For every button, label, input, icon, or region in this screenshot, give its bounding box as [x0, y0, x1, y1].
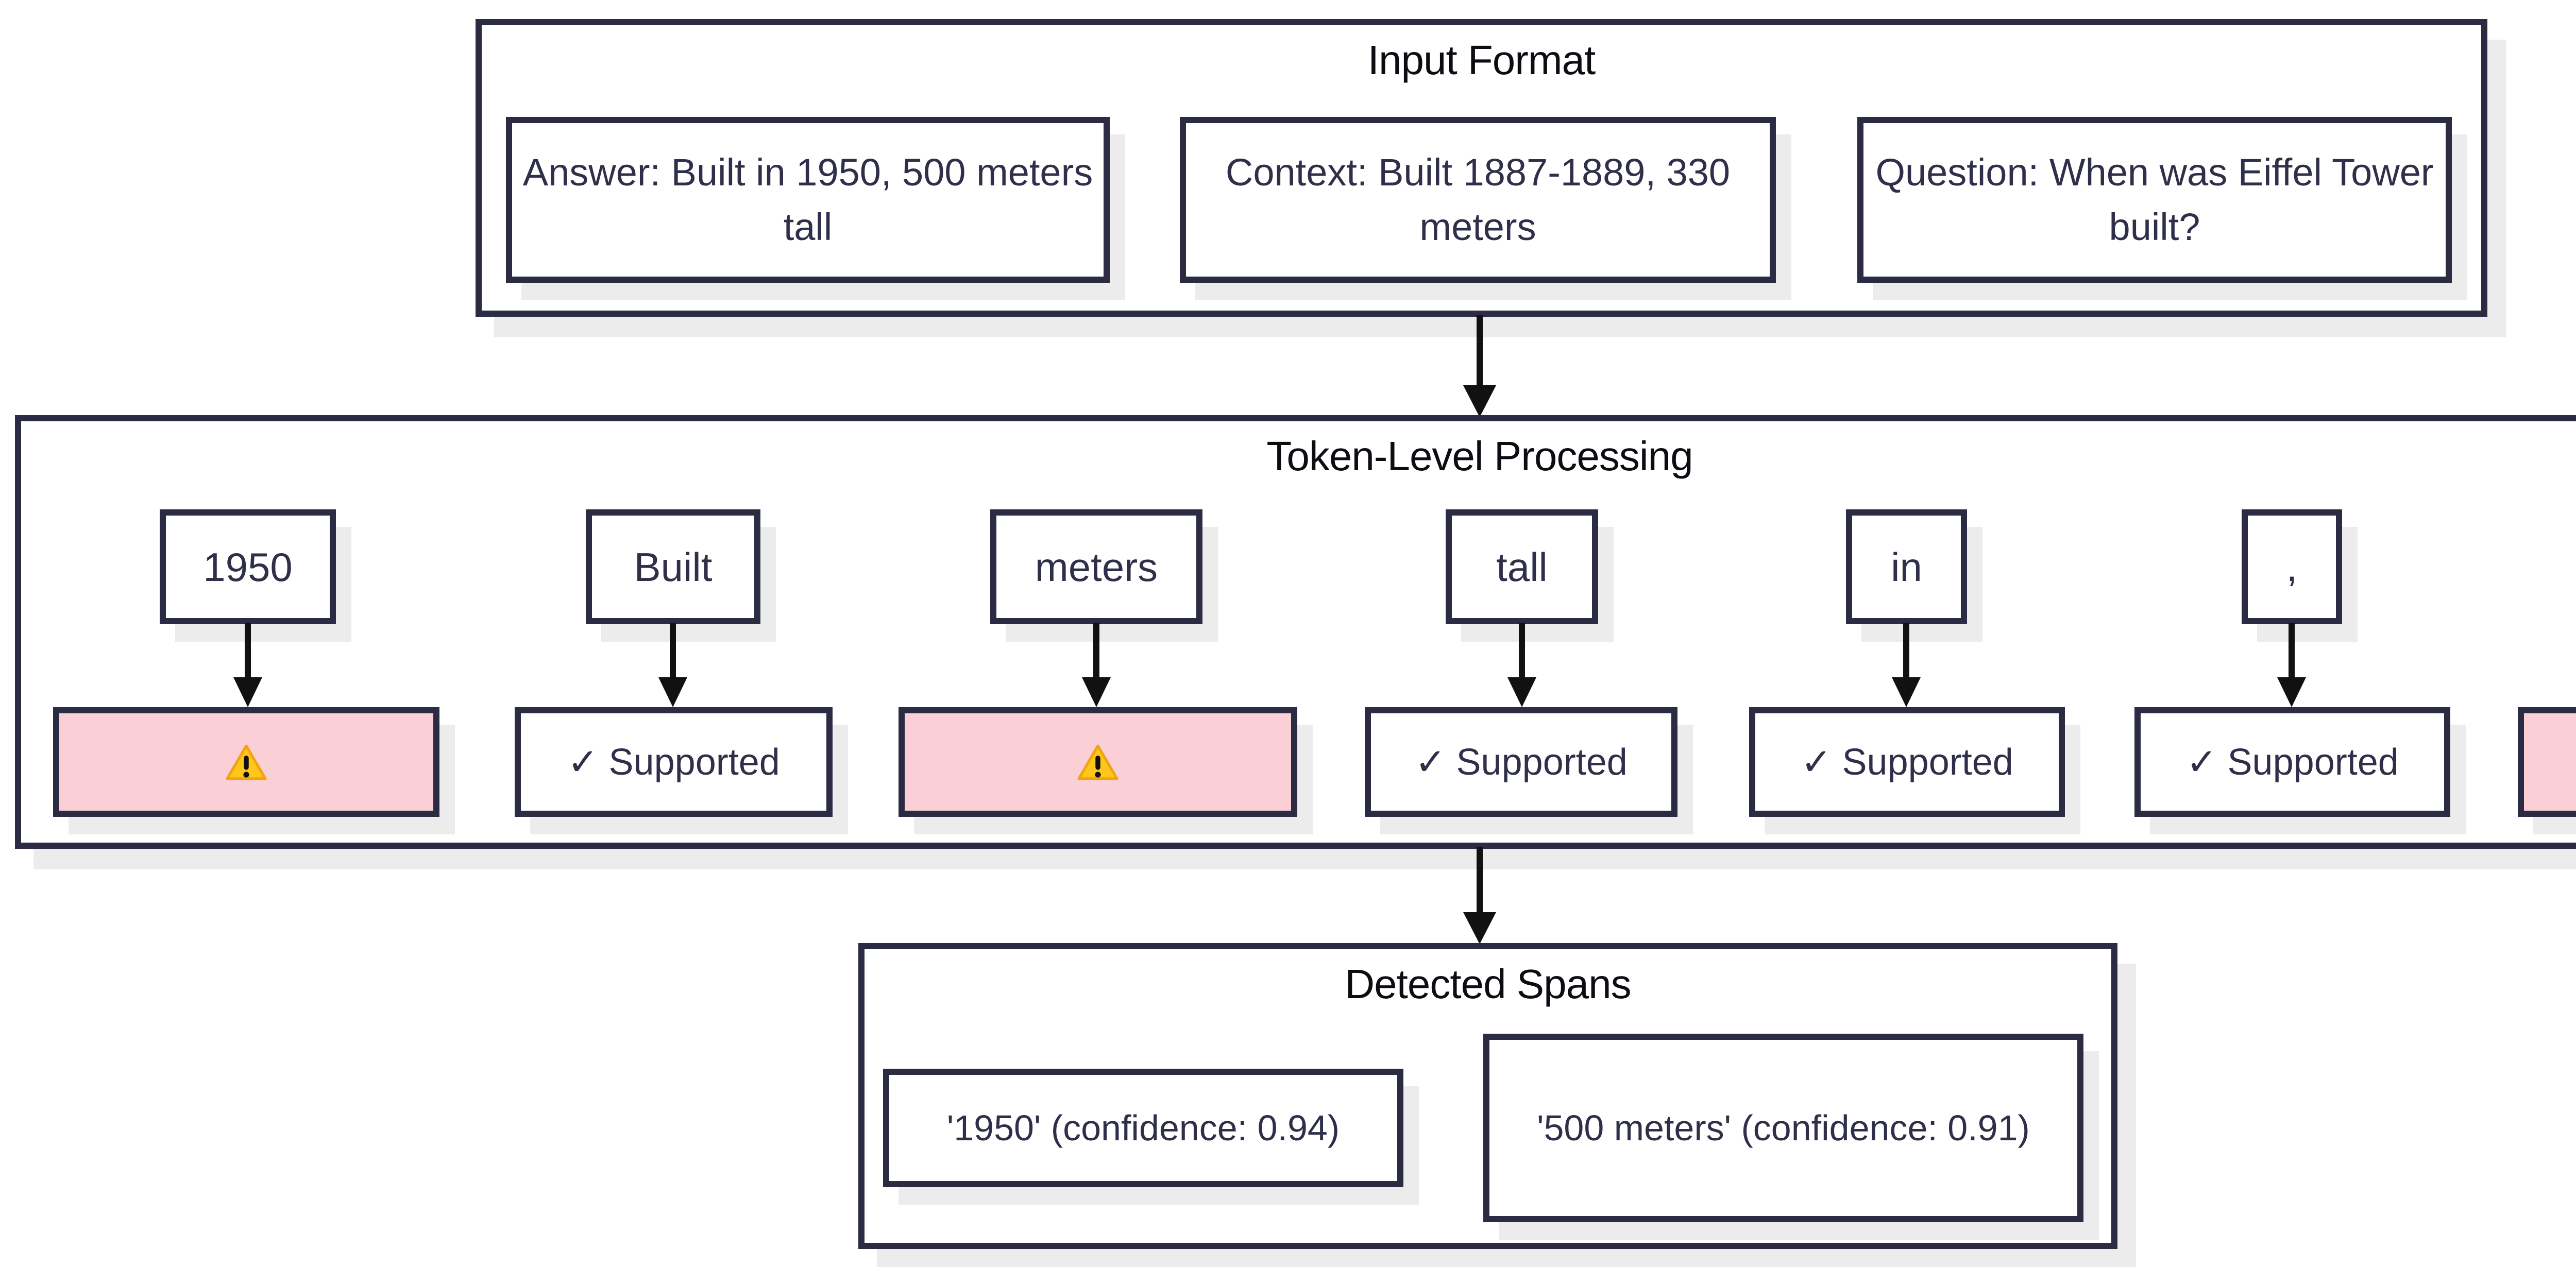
input-context-node: Context: Built 1887-1889, 330 meters [1180, 117, 1776, 283]
detected-span-text: '1950' (confidence: 0.94) [946, 1108, 1340, 1148]
token-result-supported: ✓ Supported [1749, 707, 2065, 817]
input-answer-node: Answer: Built in 1950, 500 meters tall [506, 117, 1110, 283]
detected-span-node: '1950' (confidence: 0.94) [883, 1069, 1403, 1187]
token-arrow-line [1519, 623, 1525, 678]
detected-spans-box: Detected Spans '1950' (confidence: 0.94)… [858, 943, 2117, 1249]
arrow-input-to-tokens-head [1463, 385, 1496, 417]
supported-label: ✓ Supported [567, 741, 780, 783]
input-question-text: Question: When was Eiffel Tower built? [1875, 151, 2434, 248]
supported-label: ✓ Supported [2186, 741, 2399, 783]
input-format-title: Input Format [1367, 37, 1596, 83]
token-result-warning [53, 707, 439, 817]
token-node: 1950 [160, 509, 336, 624]
token-text: , [2286, 544, 2298, 590]
input-context-text: Context: Built 1887-1889, 330 meters [1225, 151, 1731, 248]
token-arrow-head [658, 677, 687, 707]
token-arrow-line [1093, 623, 1099, 678]
detected-span-text: '500 meters' (confidence: 0.91) [1537, 1108, 2030, 1148]
detected-spans-title: Detected Spans [1345, 961, 1631, 1007]
token-text: 1950 [203, 544, 293, 590]
token-text: tall [1496, 544, 1548, 590]
token-result-warning [2518, 707, 2576, 817]
token-arrow-head [2277, 677, 2306, 707]
token-arrow-line [1903, 623, 1909, 678]
token-node: , [2242, 509, 2342, 624]
token-text: Built [634, 544, 713, 590]
arrow-tokens-to-spans-line [1477, 847, 1483, 913]
token-node: tall [1446, 509, 1598, 624]
supported-label: ✓ Supported [1415, 741, 1628, 783]
token-result-supported: ✓ Supported [1365, 707, 1677, 817]
detected-span-node: '500 meters' (confidence: 0.91) [1483, 1034, 2083, 1222]
supported-label: ✓ Supported [1801, 741, 2013, 783]
warning-icon [226, 744, 267, 780]
input-question-node: Question: When was Eiffel Tower built? [1857, 117, 2452, 283]
arrow-input-to-tokens-line [1477, 315, 1483, 386]
token-result-supported: ✓ Supported [515, 707, 833, 817]
token-arrow-line [670, 623, 676, 678]
input-answer-text: Answer: Built in 1950, 500 meters tall [522, 151, 1093, 248]
token-result-warning [899, 707, 1297, 817]
token-arrow-head [233, 677, 262, 707]
warning-icon [1077, 744, 1118, 780]
token-arrow-line [2289, 623, 2295, 678]
token-arrow-head [1892, 677, 1921, 707]
token-node: meters [990, 509, 1202, 624]
token-text: meters [1035, 544, 1158, 590]
token-arrow-head [1507, 677, 1536, 707]
token-arrow-head [1082, 677, 1111, 707]
token-node: in [1846, 509, 1967, 624]
token-result-supported: ✓ Supported [2134, 707, 2450, 817]
token-arrow-line [245, 623, 251, 678]
token-text: in [1891, 544, 1922, 590]
token-node: Built [586, 509, 760, 624]
token-processing-title: Token-Level Processing [1266, 433, 1693, 479]
input-format-box: Input Format Answer: Built in 1950, 500 … [476, 19, 2487, 317]
arrow-tokens-to-spans-head [1463, 912, 1496, 944]
